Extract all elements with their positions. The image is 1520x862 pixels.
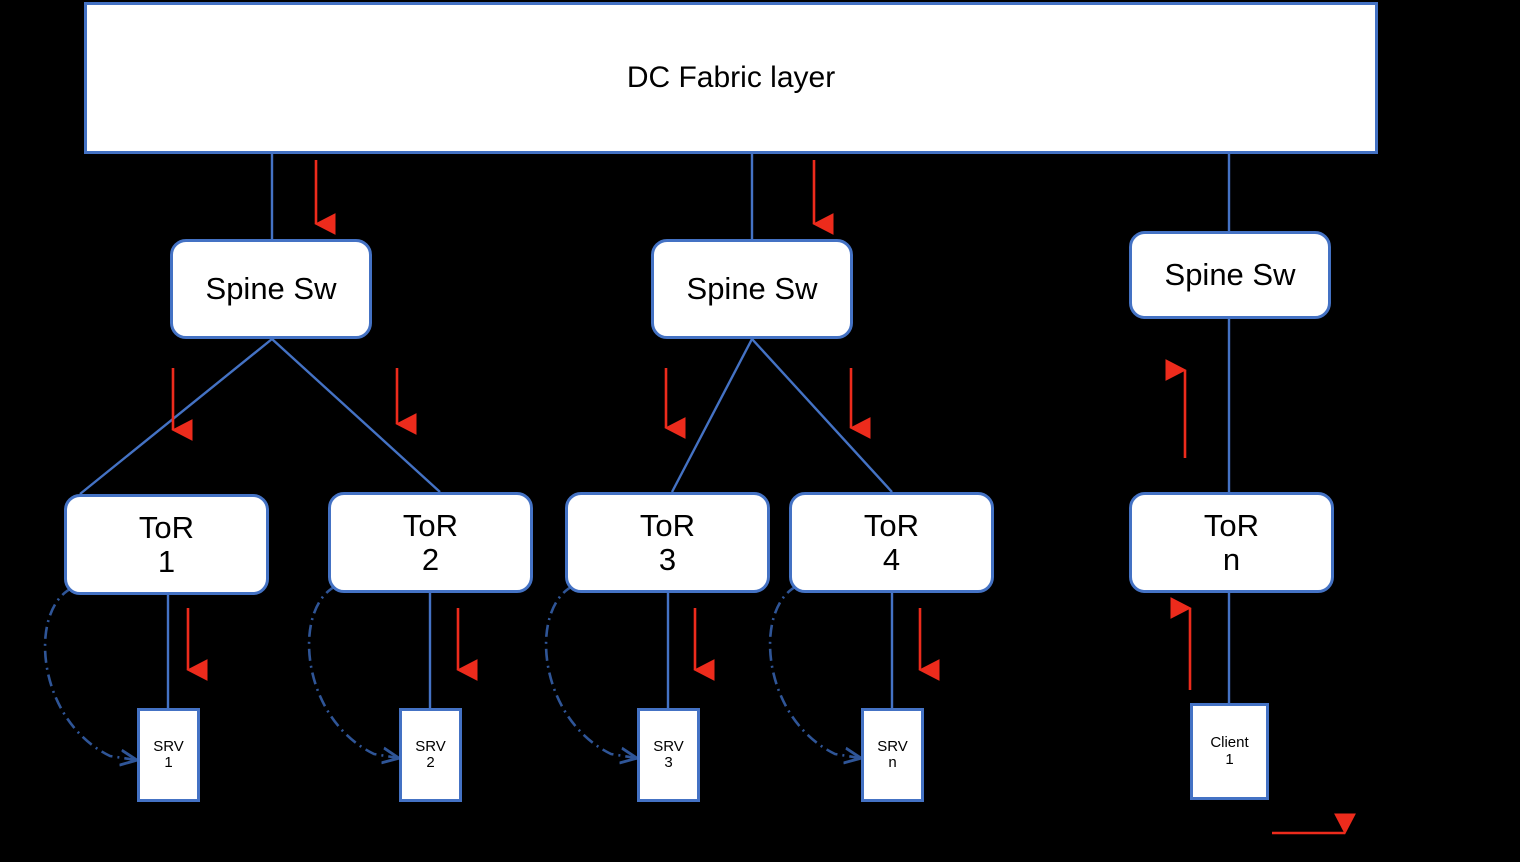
srv-2-label-line2: 2 [426, 754, 435, 771]
wire-spine-2-to-tor-4 [751, 338, 893, 493]
spine-3-label: Spine Sw [1164, 257, 1296, 293]
dc-fabric-layer-box[interactable]: DC Fabric layer [84, 2, 1378, 154]
tor-3-label-line2: 3 [658, 541, 677, 577]
wire-spine-1-to-tor-2 [271, 338, 441, 493]
dc-fabric-layer-label: DC Fabric layer [626, 60, 836, 94]
srv-3-label-line2: 3 [664, 754, 673, 771]
srv-1-label-line2: 1 [164, 754, 173, 771]
spine-2-label: Spine Sw [686, 271, 818, 307]
spine-2-box[interactable]: Spine Sw [651, 239, 853, 339]
client-1-label-line2: 1 [1225, 750, 1234, 768]
spine-1-label: Spine Sw [205, 271, 337, 307]
arc-tor-3-to-srv-3 [544, 584, 636, 758]
arc-tor-2-to-srv-2 [307, 584, 398, 758]
srv-1-label-line1: SRV [153, 737, 184, 755]
tor-1-label-line1: ToR [138, 510, 195, 546]
arc-tor-1-to-srv-1 [43, 586, 136, 760]
tor-1-label-line2: 1 [157, 543, 176, 579]
srv-2-label-line1: SRV [415, 737, 446, 755]
srv-n-label-line2: n [888, 754, 897, 771]
tor-4-label-line2: 4 [882, 541, 901, 577]
client-1-label-line1: Client [1210, 734, 1249, 752]
wire-spine-2-to-tor-3 [670, 338, 754, 493]
srv-n-label-line1: SRV [877, 737, 908, 755]
spine-1-box[interactable]: Spine Sw [170, 239, 372, 339]
spine-3-box[interactable]: Spine Sw [1129, 231, 1331, 319]
flow-arrows [171, 160, 1356, 835]
srv-3-label-line1: SRV [653, 737, 684, 755]
wire-spine-1-to-tor-1 [79, 338, 273, 495]
solid-connectors [79, 154, 1231, 708]
tor-2-label-line1: ToR [402, 508, 459, 544]
tor-n-label-line1: ToR [1203, 508, 1260, 544]
tor-3-label-line1: ToR [639, 508, 696, 544]
arc-tor-4-to-srv-n [768, 584, 860, 758]
tor-2-label-line2: 2 [421, 541, 440, 577]
tor-4-label-line1: ToR [863, 508, 920, 544]
tor-n-label-line2: n [1222, 541, 1241, 577]
